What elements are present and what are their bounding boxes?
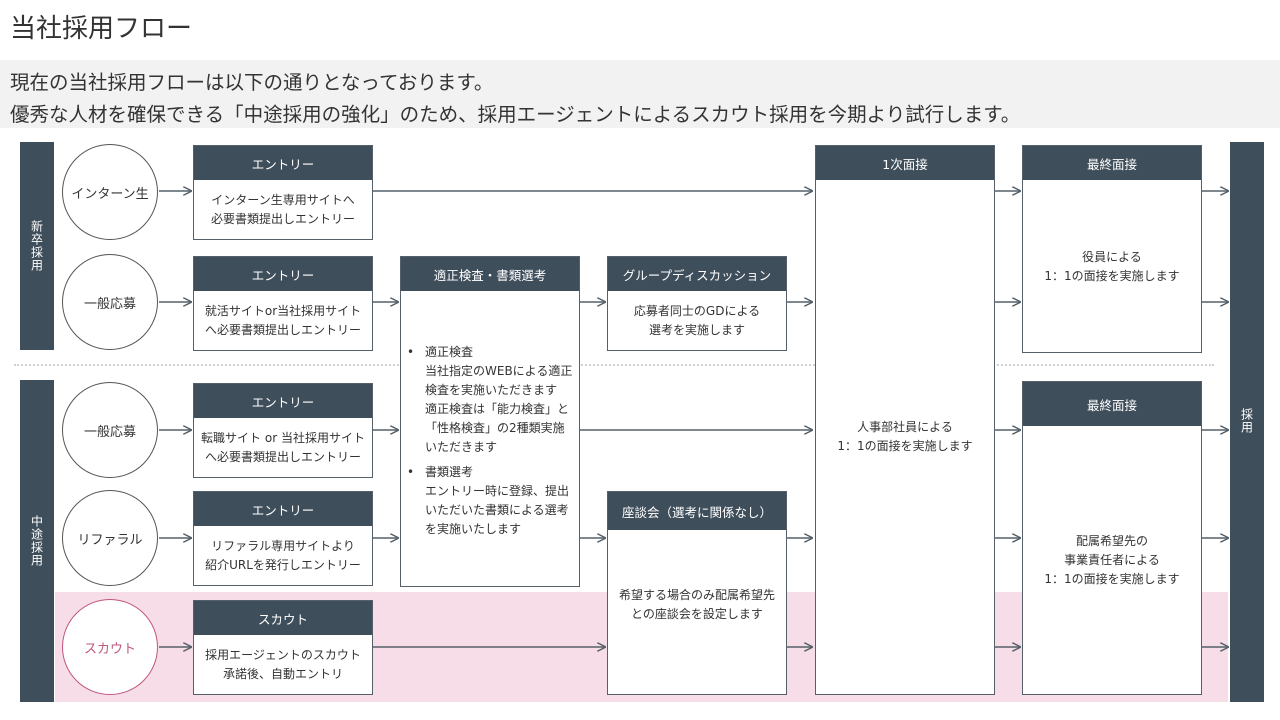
entry-line: 転職サイト or 当社採用サイト (201, 430, 365, 445)
entry-line: インターン生専用サイトへ (211, 192, 355, 207)
entry-head-referral: エントリー (194, 492, 372, 526)
final-interview-new-box: 最終面接 役員による 1：1の面接を実施します (1022, 145, 1202, 353)
source-circle-referral: リファラル (62, 490, 158, 586)
section-label-saiyo: 採用 (1239, 408, 1254, 434)
entry-box-referral: エントリー リファラル専用サイトより 紹介URLを発行しエントリー (193, 491, 373, 586)
source-label-scout: スカウト (83, 641, 136, 657)
intro-banner: 現在の当社採用フローは以下の通りとなっております。 優秀な人材を確保できる「中途… (0, 60, 1280, 128)
screening-list: • 適正検査 当社指定のWEBによる適正 検査を実施いただきます 適正検査は「能… (401, 343, 572, 545)
screening-head: 適正検査・書類選考 (401, 257, 579, 291)
entry-box-intern: エントリー インターン生専用サイトへ 必要書類提出しエントリー (193, 145, 373, 240)
entry-line: リファラル専用サイトより (211, 538, 355, 553)
entry-box-general-new: エントリー 就活サイトor当社採用サイト へ必要書類提出しエントリー (193, 256, 373, 351)
entry-head-intern: エントリー (194, 146, 372, 180)
entry-line: 採用エージェントのスカウト (205, 647, 361, 662)
screening-box: 適正検査・書類選考 • 適正検査 当社指定のWEBによる適正 検査を実施いただき… (400, 256, 580, 587)
entry-head-scout: スカウト (194, 601, 372, 635)
source-label-referral: リファラル (77, 532, 143, 548)
section-bar-chuto: 中途採用 (20, 380, 54, 702)
entry-box-scout: スカウト 採用エージェントのスカウト 承諾後、自動エントリ (193, 600, 373, 695)
zadankai-box: 座談会（選考に関係なし） 希望する場合のみ配属希望先 との座談会を設定します (607, 491, 787, 695)
gd-head: グループディスカッション (608, 257, 786, 291)
entry-line: 承諾後、自動エントリ (222, 666, 343, 681)
gd-box: グループディスカッション 応募者同士のGDによる 選考を実施します (607, 256, 787, 351)
source-circle-scout: スカウト (62, 599, 158, 695)
entry-box-general-mid: エントリー 転職サイト or 当社採用サイト へ必要書類提出しエントリー (193, 383, 373, 478)
source-circle-general-new: 一般応募 (62, 254, 158, 350)
intro-line-2: 優秀な人材を確保できる「中途採用の強化」のため、採用エージェントによるスカウト採… (10, 103, 1021, 126)
screening-item-aptitude: • 適正検査 当社指定のWEBによる適正 検査を実施いただきます 適正検査は「能… (407, 345, 573, 454)
section-bar-saiyo: 採用 (1230, 142, 1264, 702)
final-interview-mid-head: 最終面接 (1023, 382, 1201, 426)
intro-line-1: 現在の当社採用フローは以下の通りとなっております。 (10, 71, 494, 94)
source-circle-general-mid: 一般応募 (62, 382, 158, 478)
section-label-shinsotsu: 新卒採用 (29, 220, 44, 272)
screening-item-document: • 書類選考 エントリー時に登録、提出 いただいた書類による選考 を実施いたしま… (407, 465, 570, 536)
section-label-chuto: 中途採用 (29, 515, 44, 567)
entry-line: 就活サイトor当社採用サイト (204, 303, 362, 318)
section-bar-shinsotsu: 新卒採用 (20, 142, 54, 350)
first-interview-box: 1次面接 人事部社員による 1：1の面接を実施します (815, 145, 995, 695)
entry-head-general-mid: エントリー (194, 384, 372, 418)
final-interview-new-head: 最終面接 (1023, 146, 1201, 180)
source-label-general-new: 一般応募 (83, 296, 136, 312)
entry-line: 必要書類提出しエントリー (210, 211, 355, 226)
entry-line: へ必要書類提出しエントリー (204, 449, 361, 464)
source-circle-intern: インターン生 (62, 144, 158, 240)
page-title: 当社採用フロー (10, 14, 193, 44)
final-interview-mid-box: 最終面接 配属希望先の 事業責任者による 1：1の面接を実施します (1022, 381, 1202, 695)
entry-line: 紹介URLを発行しエントリー (205, 557, 361, 572)
source-label-intern: インターン生 (71, 186, 149, 202)
zadankai-head: 座談会（選考に関係なし） (608, 492, 786, 530)
source-label-general-mid: 一般応募 (83, 424, 136, 440)
first-interview-head: 1次面接 (816, 146, 994, 180)
section-divider (14, 364, 1214, 366)
entry-line: へ必要書類提出しエントリー (204, 322, 361, 337)
entry-head-general-new: エントリー (194, 257, 372, 291)
